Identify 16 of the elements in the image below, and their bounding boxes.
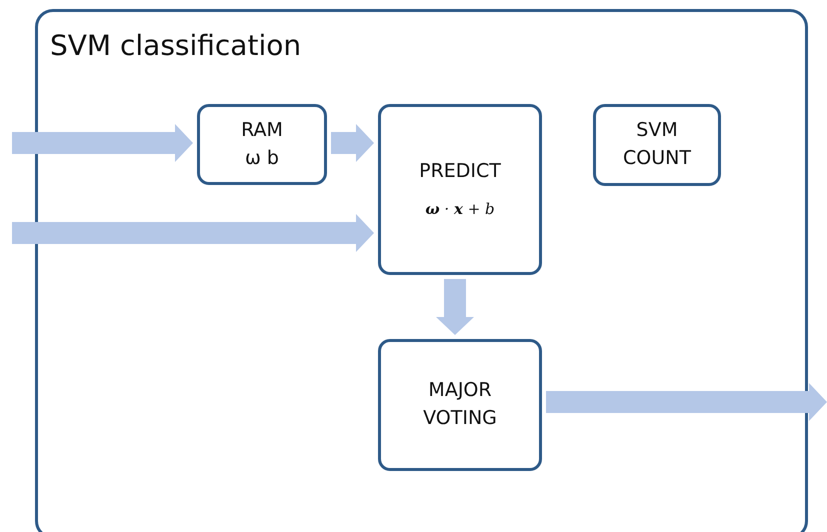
formula-text: ω · x + b (425, 199, 495, 220)
node-label: SVM COUNT (622, 118, 692, 171)
block-arrow (436, 279, 474, 335)
process-box (378, 104, 542, 275)
block-arrow (331, 124, 374, 162)
node-label: SVM classification (50, 28, 302, 64)
node-label: RAM ω b (240, 118, 284, 170)
process-box (593, 104, 721, 186)
block-arrow (546, 383, 827, 421)
block-arrow (12, 214, 374, 252)
node-label: PREDICT (419, 158, 501, 184)
process-box (197, 104, 327, 185)
process-box (378, 339, 542, 471)
node-label: MAJOR VOTING (422, 378, 498, 431)
block-arrow (12, 124, 193, 162)
panel-frame (35, 9, 808, 532)
